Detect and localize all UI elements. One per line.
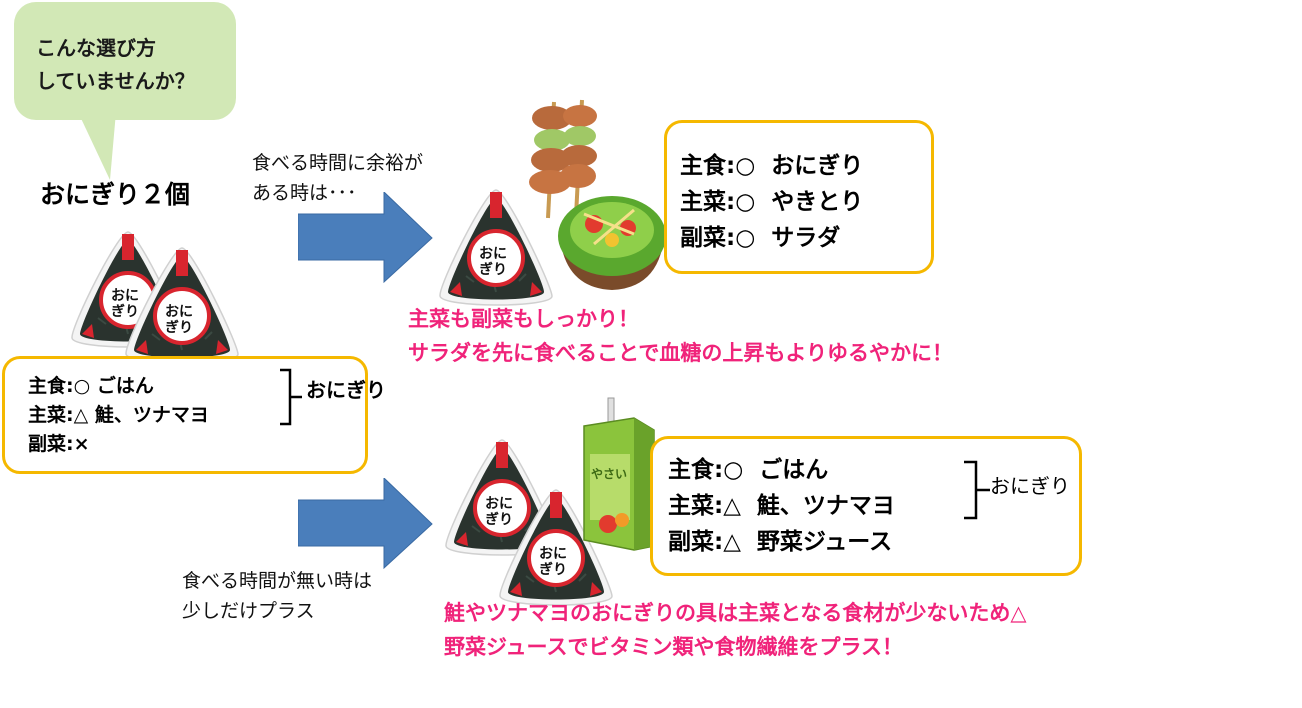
page-title: おにぎり２個: [40, 180, 191, 209]
speech-bubble-text: こんな選び方 していませんか？: [36, 32, 195, 98]
onigiri-illustration: おに ぎり: [437, 188, 555, 307]
top-nutrition-box: [664, 120, 934, 274]
bottom-message: 鮭やツナマヨのおにぎりの具は主菜となる食材が少ないため△ 野菜ジュースでビタミン…: [444, 596, 1027, 664]
bottom-message-line-2: 野菜ジュースでビタミン類や食物繊維をプラス！: [444, 635, 904, 659]
onigiri-text-2: ぎり: [485, 511, 513, 528]
left-nutrition-list: 主食:○ ごはん 主菜:△ 鮭、ツナマヨ 副菜:×: [28, 372, 209, 459]
top-row-main: 主菜:○ やきとり: [680, 189, 864, 215]
onigiri-text-1: おに: [165, 304, 193, 320]
bottom-row-staple: 主食:○ ごはん: [668, 457, 829, 483]
yakitori-illustration: [529, 99, 597, 219]
top-nutrition-list: 主食:○ おにぎり 主菜:○ やきとり 副菜:○ サラダ: [680, 148, 863, 256]
bottom-brace: [964, 460, 990, 520]
onigiri-illustration: おに ぎり: [123, 246, 241, 365]
bubble-line-2: していませんか？: [36, 69, 195, 93]
top-note-line-2: ある時は･･･: [252, 182, 357, 204]
bottom-brace-label: おにぎり: [990, 474, 1070, 498]
left-nutrition-box: [2, 356, 368, 474]
onigiri-illustration: おに ぎり: [497, 488, 615, 607]
onigiri-text-1: おに: [111, 288, 139, 304]
onigiri-text-2: ぎり: [165, 319, 193, 336]
top-arrow: [298, 192, 433, 284]
top-message-line-2: サラダを先に食べることで血糖の上昇もよりゆるやかに！: [408, 341, 953, 365]
speech-bubble: [14, 2, 236, 120]
bottom-note-line-2: 少しだけプラス: [182, 600, 315, 622]
onigiri-text-1: おに: [485, 496, 513, 512]
left-row-side: 副菜:×: [28, 433, 90, 455]
left-row-staple: 主食:○ ごはん: [28, 375, 154, 397]
bottom-nutrition-box: [650, 436, 1082, 576]
left-brace: [280, 368, 302, 426]
onigiri-text-1: おに: [479, 246, 507, 262]
vegetable-juice-illustration: やさい: [583, 397, 655, 551]
top-note: 食べる時間に余裕が ある時は･･･: [252, 148, 423, 208]
top-row-side: 副菜:○ サラダ: [680, 225, 841, 251]
left-brace-label: おにぎり: [306, 378, 386, 402]
onigiri-text-2: ぎり: [539, 561, 567, 578]
juice-label-text: やさい: [591, 467, 627, 481]
bubble-line-1: こんな選び方: [36, 36, 156, 60]
speech-bubble-tail: [78, 112, 116, 180]
bottom-note: 食べる時間が無い時は 少しだけプラス: [182, 566, 372, 626]
bottom-arrow: [298, 478, 433, 570]
salad-illustration: [558, 196, 666, 290]
bottom-note-line-1: 食べる時間が無い時は: [182, 570, 373, 592]
onigiri-illustration: おに ぎり: [443, 438, 561, 557]
top-note-line-1: 食べる時間に余裕が: [252, 152, 424, 174]
bottom-message-line-1: 鮭やツナマヨのおにぎりの具は主菜となる食材が少ないため△: [444, 601, 1027, 625]
onigiri-text-2: ぎり: [111, 303, 139, 320]
bottom-nutrition-list: 主食:○ ごはん 主菜:△ 鮭、ツナマヨ 副菜:△ 野菜ジュース: [668, 452, 895, 560]
onigiri-illustration: おに ぎり: [69, 230, 187, 349]
left-row-main: 主菜:△ 鮭、ツナマヨ: [28, 404, 209, 426]
bottom-row-side: 副菜:△ 野菜ジュース: [668, 529, 893, 555]
top-message: 主菜も副菜もしっかり！ サラダを先に食べることで血糖の上昇もよりゆるやかに！: [408, 302, 953, 370]
onigiri-text-1: おに: [539, 546, 567, 562]
onigiri-text-2: ぎり: [479, 261, 507, 278]
bottom-row-main: 主菜:△ 鮭、ツナマヨ: [668, 493, 895, 519]
top-row-staple: 主食:○ おにぎり: [680, 153, 864, 179]
top-message-line-1: 主菜も副菜もしっかり！: [408, 307, 639, 331]
